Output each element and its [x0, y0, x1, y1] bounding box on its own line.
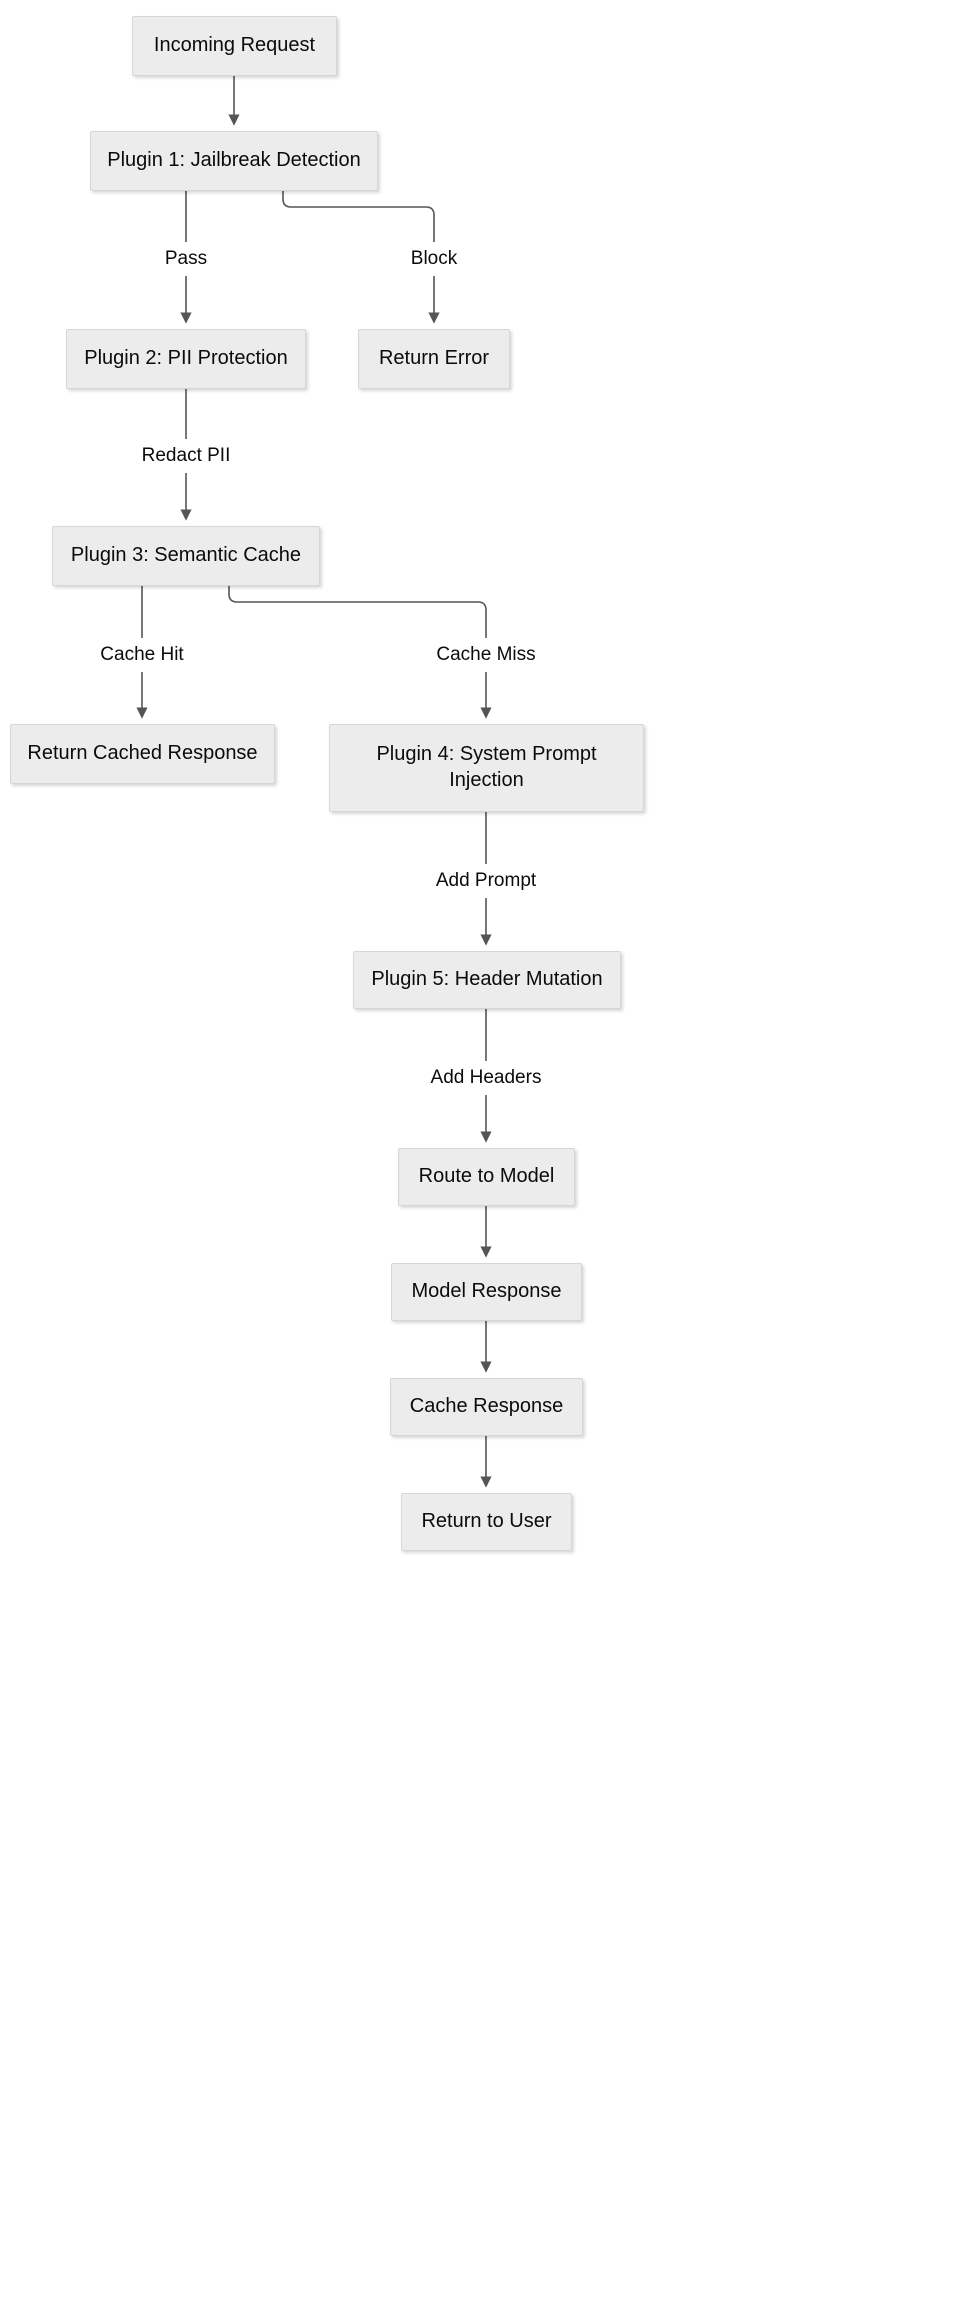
edge-label-redact-pii: Redact PII	[141, 445, 231, 466]
node-route-to-model[interactable]: Route to Model	[398, 1148, 575, 1206]
node-return-cached-response[interactable]: Return Cached Response	[10, 724, 275, 784]
edge-label-add-headers: Add Headers	[430, 1067, 542, 1088]
edge-plugin3-to-plugin4-miss	[228, 586, 486, 717]
node-plugin2-pii-protection[interactable]: Plugin 2: PII Protection	[66, 329, 306, 389]
edge-label-block: Block	[410, 248, 458, 269]
node-cache-response[interactable]: Cache Response	[390, 1378, 583, 1436]
node-label: Plugin 2: PII Protection	[84, 347, 288, 370]
edge-plugin1-to-return-error-block	[282, 191, 434, 322]
node-return-error[interactable]: Return Error	[358, 329, 510, 389]
node-label: Return Cached Response	[27, 742, 258, 765]
edge-label-add-prompt: Add Prompt	[435, 870, 537, 891]
node-label: Plugin 3: Semantic Cache	[70, 544, 302, 567]
node-label: Cache Response	[409, 1395, 564, 1418]
node-label: Return to User	[421, 1510, 552, 1533]
node-plugin5-header-mutation[interactable]: Plugin 5: Header Mutation	[353, 951, 621, 1009]
node-label: Model Response	[411, 1280, 562, 1303]
edge-label-cache-miss: Cache Miss	[436, 644, 536, 665]
edge-label-pass: Pass	[164, 248, 208, 269]
node-label: Plugin 1: Jailbreak Detection	[107, 149, 361, 172]
node-incoming-request[interactable]: Incoming Request	[132, 16, 337, 76]
node-plugin3-semantic-cache[interactable]: Plugin 3: Semantic Cache	[52, 526, 320, 586]
node-model-response[interactable]: Model Response	[391, 1263, 582, 1321]
node-label: Plugin 4: System Prompt Injection	[376, 743, 597, 791]
edge-label-cache-hit: Cache Hit	[100, 644, 184, 665]
node-label: Plugin 5: Header Mutation	[371, 968, 603, 991]
node-plugin4-system-prompt-injection[interactable]: Plugin 4: System Prompt Injection	[329, 724, 644, 812]
node-label: Route to Model	[418, 1165, 555, 1188]
node-label: Return Error	[378, 347, 490, 370]
node-return-to-user[interactable]: Return to User	[401, 1493, 572, 1551]
node-plugin1-jailbreak-detection[interactable]: Plugin 1: Jailbreak Detection	[90, 131, 378, 191]
node-label: Incoming Request	[153, 34, 316, 57]
